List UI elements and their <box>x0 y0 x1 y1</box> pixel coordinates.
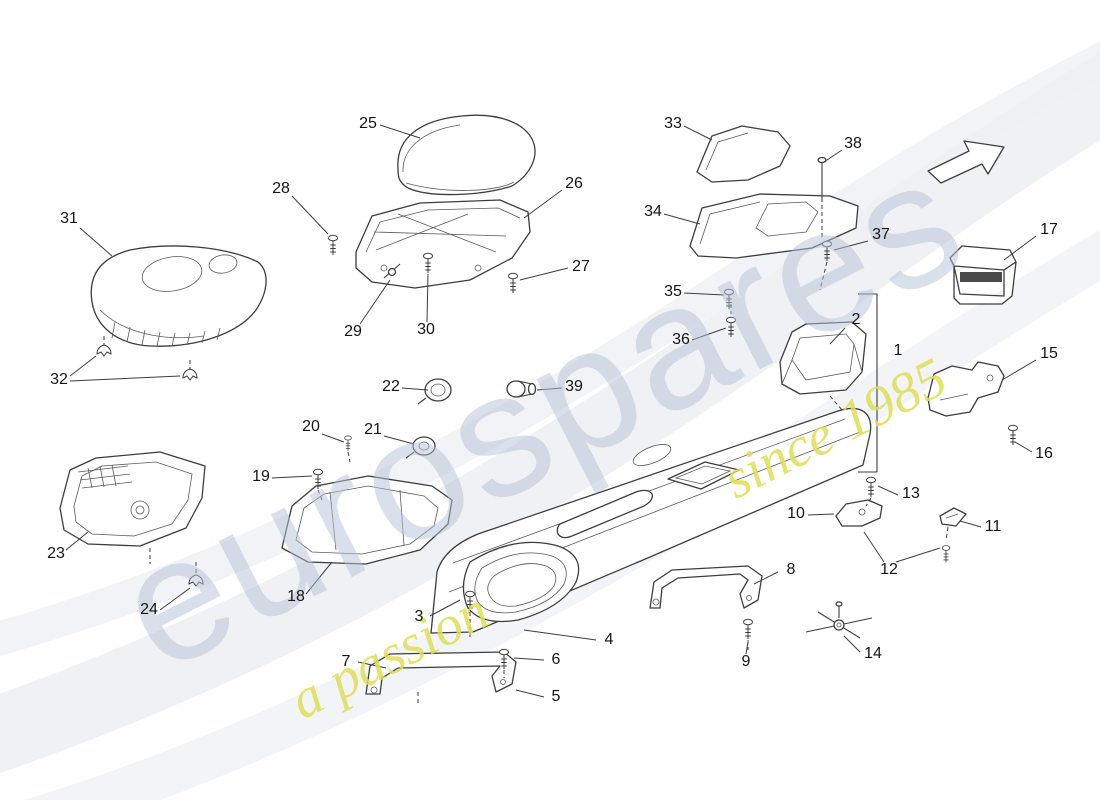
part-mount-bracket <box>835 499 883 527</box>
part-small-lid <box>696 125 791 183</box>
part-linkage <box>805 601 873 639</box>
part-label-37: 37 <box>872 226 890 243</box>
part-storage-box <box>779 321 867 395</box>
part-bulb-socket <box>506 380 537 398</box>
part-armrest-frame <box>355 199 531 289</box>
part-rear-tray <box>689 193 859 259</box>
part-support-bracket-front <box>365 651 517 695</box>
part-lighter-element <box>417 378 452 405</box>
part-centre-console-body <box>430 407 872 634</box>
screw-16 <box>1008 424 1018 446</box>
part-socket-ring <box>405 436 436 459</box>
part-label-18: 18 <box>287 588 305 605</box>
part-label-15: 15 <box>1040 345 1058 362</box>
part-label-36: 36 <box>672 331 690 348</box>
part-switch-unit <box>949 245 1017 305</box>
part-rear-bracket <box>927 361 1005 417</box>
part-label-5: 5 <box>552 688 561 705</box>
screw-12 <box>941 545 951 563</box>
part-label-9: 9 <box>742 653 751 670</box>
part-label-26: 26 <box>565 175 583 192</box>
part-label-16: 16 <box>1035 445 1053 462</box>
part-label-22: 22 <box>382 378 400 395</box>
part-rear-cover <box>90 245 267 347</box>
part-label-1: 1 <box>894 342 903 359</box>
part-label-8: 8 <box>787 561 796 578</box>
part-clip-bracket <box>939 507 967 527</box>
part-label-10: 10 <box>787 505 805 522</box>
part-label-24: 24 <box>140 601 158 618</box>
assembly-dashed-lines <box>103 205 949 706</box>
part-label-13: 13 <box>902 485 920 502</box>
part-label-23: 23 <box>47 545 65 562</box>
part-label-35: 35 <box>664 283 682 300</box>
screw-13 <box>866 476 876 498</box>
part-label-19: 19 <box>252 468 270 485</box>
direction-arrow-icon <box>927 140 1005 184</box>
part-label-38: 38 <box>844 135 862 152</box>
part-label-25: 25 <box>359 115 377 132</box>
part-label-31: 31 <box>60 210 78 227</box>
part-front-tray <box>281 475 453 565</box>
part-label-17: 17 <box>1040 221 1058 238</box>
part-label-12: 12 <box>880 561 898 578</box>
part-label-3: 3 <box>415 608 424 625</box>
part-labels: 1 2 3 4 5 6 7 8 9 10 11 12 13 14 15 16 1… <box>47 115 1058 705</box>
part-pin <box>817 156 827 202</box>
part-armrest-lid <box>397 114 536 196</box>
part-label-14: 14 <box>864 645 882 662</box>
clip-32a <box>96 344 112 357</box>
part-label-32: 32 <box>50 371 68 388</box>
part-label-28: 28 <box>272 180 290 197</box>
part-label-6: 6 <box>552 651 561 668</box>
part-label-30: 30 <box>417 321 435 338</box>
part-label-20: 20 <box>302 418 320 435</box>
part-label-27: 27 <box>572 258 590 275</box>
assembly-bracket-1 <box>858 293 878 473</box>
part-label-4: 4 <box>605 631 614 648</box>
clip-32b <box>182 368 198 381</box>
part-label-29: 29 <box>344 323 362 340</box>
part-label-11: 11 <box>985 518 1002 535</box>
part-label-7: 7 <box>342 653 351 670</box>
screw-27 <box>508 272 518 294</box>
watermark: eurospares a passion since 1985 <box>89 119 993 731</box>
part-latch-lever <box>383 263 401 279</box>
part-left-tray <box>59 451 206 547</box>
leader-lines <box>65 124 1037 698</box>
part-support-bracket-rear <box>649 565 763 609</box>
part-label-39: 39 <box>565 378 583 395</box>
part-label-33: 33 <box>664 115 682 132</box>
part-label-2: 2 <box>852 311 861 328</box>
screw-28 <box>328 234 338 256</box>
part-label-21: 21 <box>364 421 382 438</box>
part-label-34: 34 <box>644 203 662 220</box>
screw-9 <box>743 618 753 640</box>
